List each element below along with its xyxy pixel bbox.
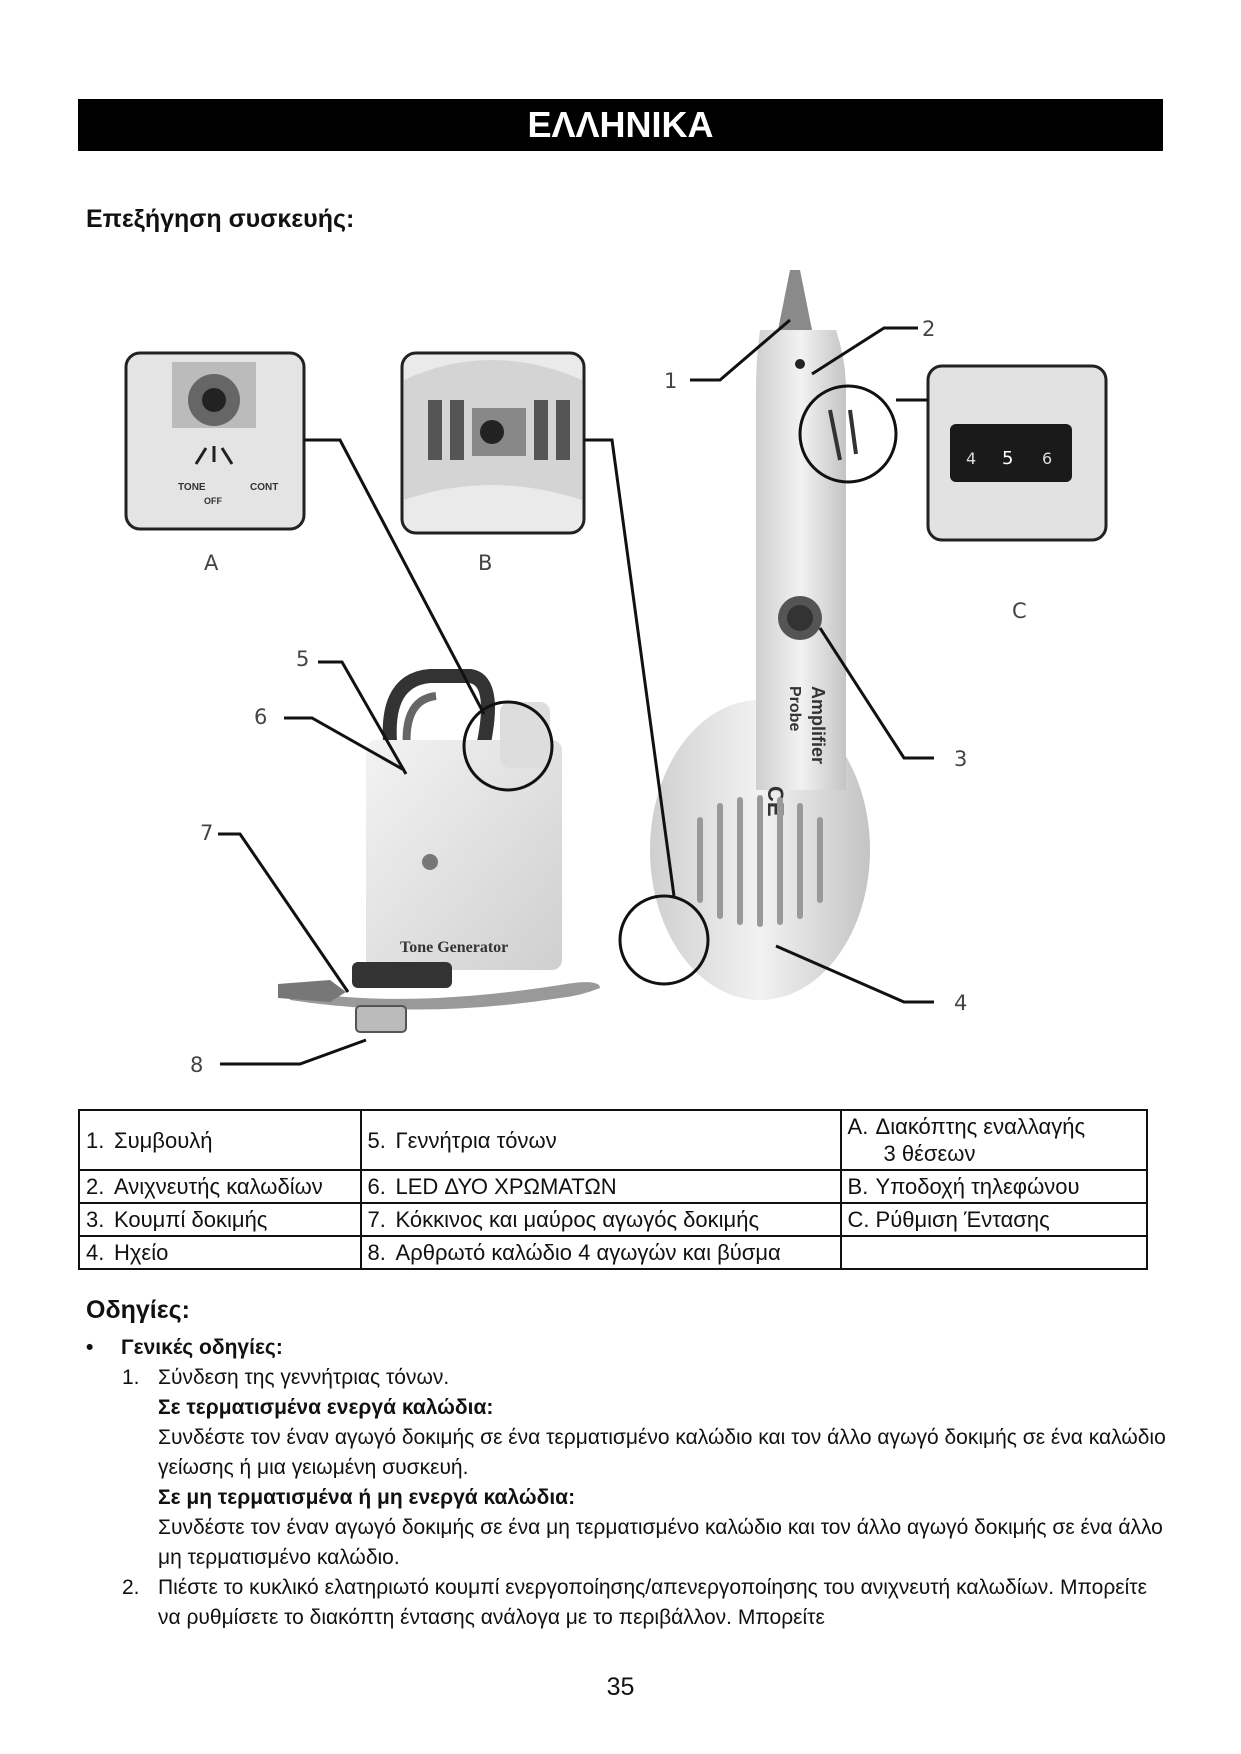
unterminated-text: Συνδέστε τον έναν αγωγό δοκιμής σε ένα μ… [158,1516,1163,1569]
callout-5: 5 [296,647,309,671]
table-row: 1.Συμβουλή 5.Γεννήτρια τόνων A.Διακόπτης… [78,1109,1149,1171]
callout-4: 4 [954,991,967,1015]
detail-b-phone-jack [400,351,586,535]
table-row: 3.Κουμπί δοκιμής 7.Κόκκινος και μαύρος α… [78,1202,1149,1237]
callout-3: 3 [954,747,967,771]
legend-cell: 1.Συμβουλή [78,1109,362,1171]
legend-cell: 4.Ηχείο [78,1235,362,1270]
list-item: 2. Πιέστε το κυκλικό ελατηριωτό κουμπί ε… [122,1576,1147,1629]
callout-a: A [204,551,219,575]
tone-generator: Tone Generator [278,669,600,1033]
probe-ce-mark: CE [763,786,788,817]
detail-c-volume: 4 5 6 [926,364,1108,542]
callout-2: 2 [922,317,935,341]
instructions-heading: Οδηγίες: [86,1296,190,1324]
page-number: 35 [606,1673,635,1701]
callout-6: 6 [254,705,267,729]
table-row: 2.Ανιχνευτής καλωδίων 6.LED ΔΥΟ ΧΡΩΜΑΤΩΝ… [78,1169,1149,1204]
switch-label-tone: TONE [178,482,206,493]
legend-cell: 8.Αρθρωτό καλώδιο 4 αγωγών και βύσμα [359,1235,842,1270]
device-diagram: TONE CONT OFF A B 4 5 6 C Amplifier Prob… [124,270,1108,1077]
callout-c: C [1012,599,1027,623]
probe-label-probe: Probe [786,686,803,731]
probe-label-amplifier: Amplifier [808,686,828,764]
svg-text:6: 6 [1042,449,1052,468]
switch-label-cont: CONT [250,482,278,493]
list-item: 1. Σύνδεση της γεννήτριας τόνων. Σε τερμ… [122,1363,1166,1573]
language-banner: ΕΛΛΗΝΙΚΑ [78,99,1163,151]
legend-cell: C.Ρύθμιση Έντασης [839,1202,1149,1237]
callout-1: 1 [664,369,677,393]
legend-cell: 7.Κόκκινος και μαύρος αγωγός δοκιμής [359,1202,842,1237]
legend-cell: 3.Κουμπί δοκιμής [78,1202,362,1237]
terminated-text: Συνδέστε τον έναν αγωγό δοκιμής σε ένα τ… [158,1426,1166,1479]
tone-generator-label: Tone Generator [400,939,508,956]
instructions-body: •Γενικές οδηγίες: 1. Σύνδεση της γεννήτρ… [86,1333,1166,1633]
parts-legend-table: 1.Συμβουλή 5.Γεννήτρια τόνων A.Διακόπτης… [78,1109,1149,1270]
table-row: 4.Ηχείο 8.Αρθρωτό καλώδιο 4 αγωγών και β… [78,1235,1149,1270]
switch-label-off: OFF [204,496,222,506]
general-instructions-bullet: •Γενικές οδηγίες: [86,1336,283,1359]
svg-text:5: 5 [1002,448,1013,469]
legend-cell [839,1235,1149,1270]
svg-text:4: 4 [966,449,976,468]
legend-cell: 5.Γεννήτρια τόνων [359,1109,842,1171]
unterminated-heading: Σε μη τερματισμένα ή μη ενεργά καλώδια: [158,1486,576,1509]
device-description-heading: Επεξήγηση συσκευής: [86,205,355,233]
amplifier-probe: Amplifier Probe CE [650,270,870,1000]
callout-8: 8 [190,1053,203,1077]
detail-a-switch: TONE CONT OFF [124,351,306,531]
legend-cell: 6.LED ΔΥΟ ΧΡΩΜΑΤΩΝ [359,1169,842,1204]
legend-cell: B.Υποδοχή τηλεφώνου [839,1169,1149,1204]
terminated-heading: Σε τερματισμένα ενεργά καλώδια: [158,1396,494,1419]
callout-7: 7 [200,821,213,845]
legend-cell: 2.Ανιχνευτής καλωδίων [78,1169,362,1204]
callout-b: B [478,551,492,575]
